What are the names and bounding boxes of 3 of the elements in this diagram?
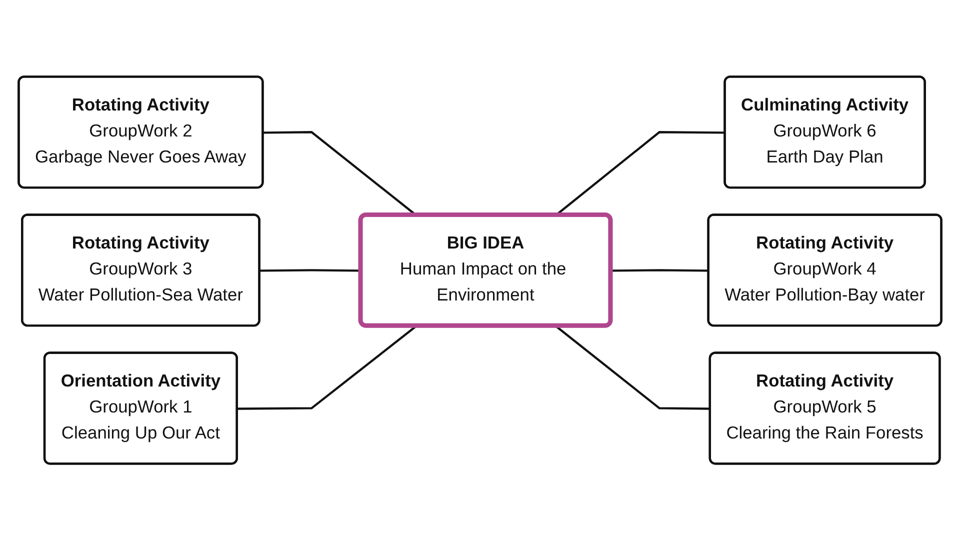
connector xyxy=(555,326,710,410)
connector xyxy=(611,269,709,272)
connector xyxy=(237,326,417,410)
